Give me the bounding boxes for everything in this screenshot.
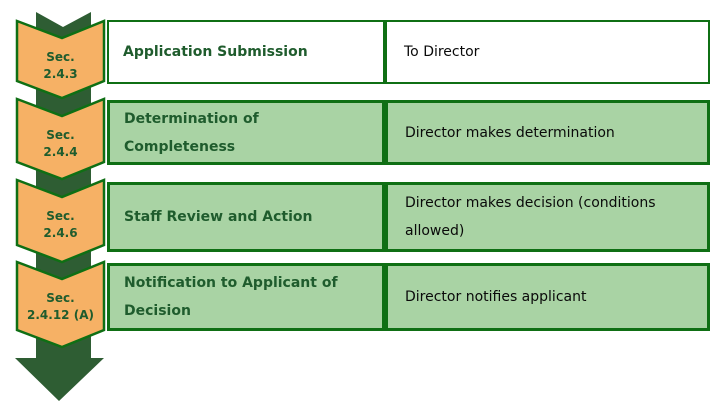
section-label-text: Sec.: [46, 128, 75, 142]
outcome-text: Director makes determination: [405, 124, 615, 141]
section-label-text: Sec.: [46, 291, 75, 305]
outcome-text: allowed): [405, 223, 465, 239]
outcome-box-2: Director makes determination: [385, 100, 710, 165]
section-number: 2.4.6: [43, 226, 78, 240]
outcome-text: To Director: [404, 44, 480, 60]
section-label-4: Sec. 2.4.12 (A): [17, 278, 104, 336]
down-arrow-graphic: [15, 12, 106, 401]
process-text: Decision: [124, 303, 191, 319]
outcome-box-4: Director notifies applicant: [385, 263, 710, 331]
section-number: 2.4.12 (A): [27, 308, 94, 322]
section-label-2: Sec. 2.4.4: [17, 115, 104, 173]
process-text: Determination of: [124, 110, 259, 127]
outcome-box-3: Director makes decision (conditions allo…: [385, 182, 710, 252]
section-number: 2.4.4: [43, 145, 78, 159]
process-text: Staff Review and Action: [124, 209, 313, 225]
section-label-text: Sec.: [46, 50, 75, 64]
section-number: 2.4.3: [43, 67, 78, 81]
outcome-text: Director makes decision (conditions: [405, 195, 656, 211]
process-text: Completeness: [124, 138, 236, 155]
process-box-1: Application Submission: [107, 20, 385, 84]
process-text: Application Submission: [123, 44, 308, 60]
outcome-text: Director notifies applicant: [405, 289, 587, 305]
process-box-3: Staff Review and Action: [107, 182, 385, 252]
section-label-text: Sec.: [46, 209, 75, 223]
section-label-1: Sec. 2.4.3: [17, 37, 104, 95]
chevron-step-1: [15, 19, 106, 100]
process-box-4: Notification to Applicant of Decision: [107, 263, 385, 331]
chevron-step-4: [15, 260, 106, 349]
outcome-box-1: To Director: [385, 20, 710, 84]
chevron-step-2: [15, 97, 106, 181]
process-text: Notification to Applicant of: [124, 275, 338, 291]
process-box-2: Determination of Completeness: [107, 100, 385, 165]
chevron-step-3: [15, 178, 106, 264]
section-label-3: Sec. 2.4.6: [17, 196, 104, 254]
